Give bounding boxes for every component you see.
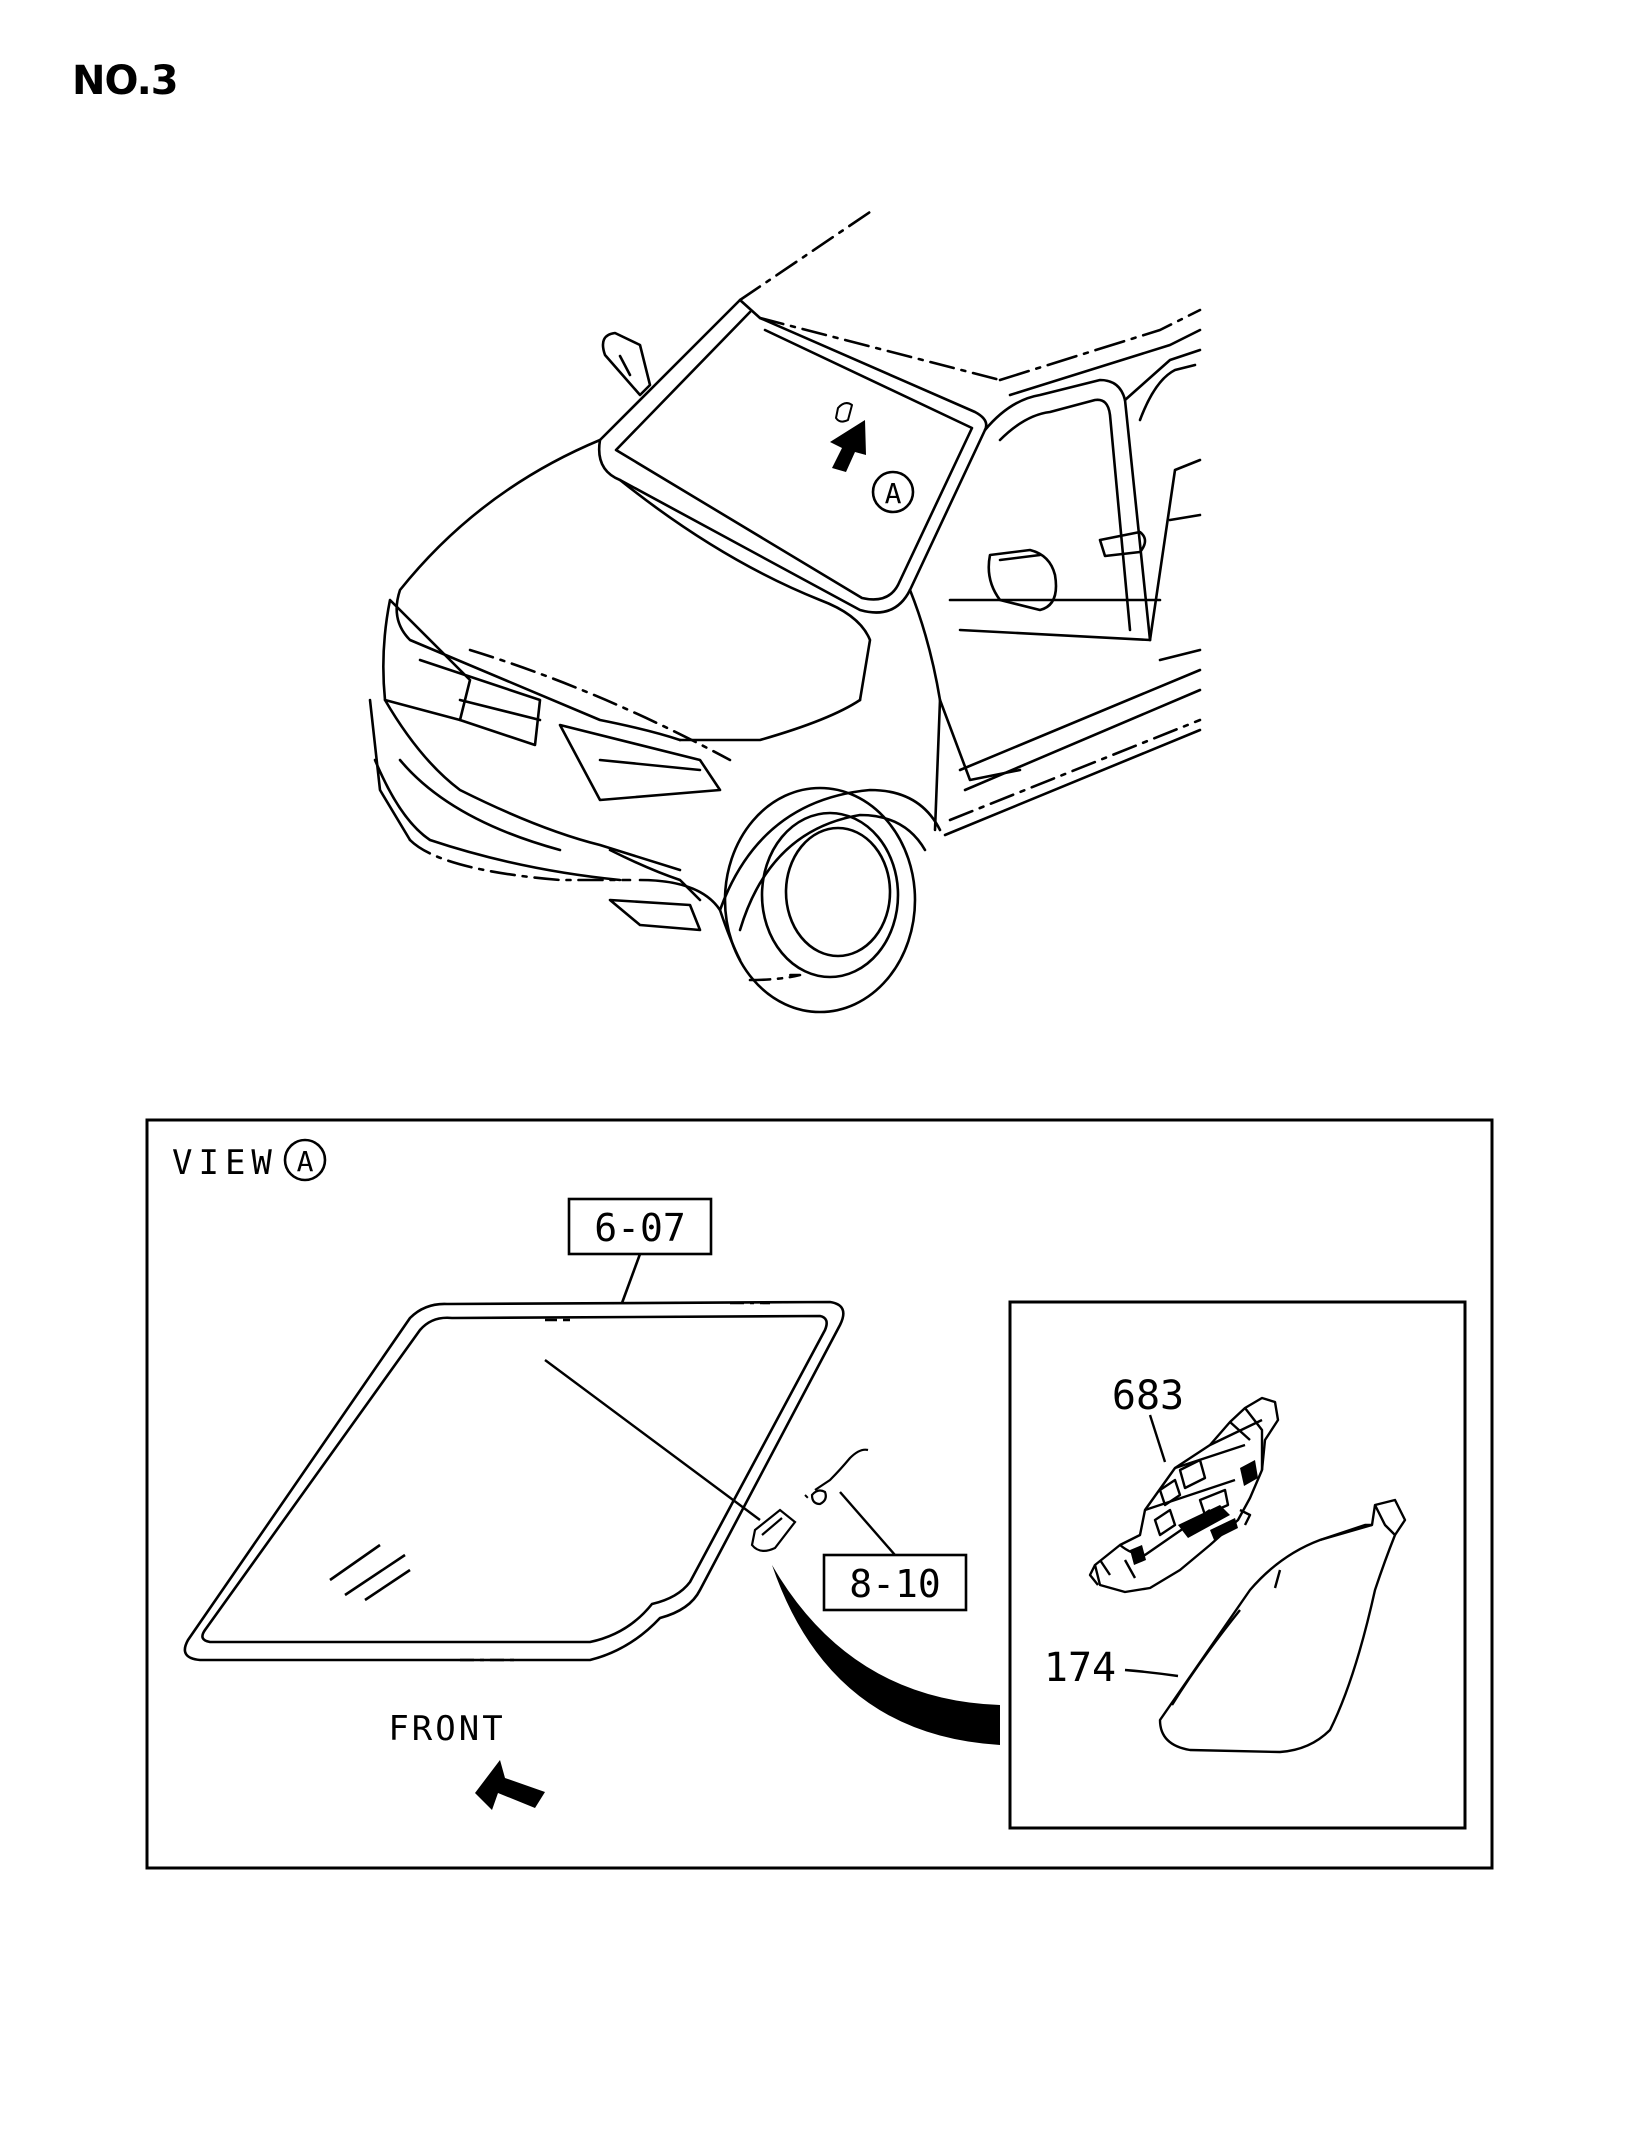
vehicle-illustration (368, 210, 1202, 1014)
cover-part-label: 174 (1044, 1645, 1116, 1691)
harness-callout-box (822, 1553, 968, 1612)
rain-sensor-bracket (1088, 1396, 1280, 1594)
vehicle-view-marker: A (871, 470, 915, 514)
detail-view-title: VIEW (172, 1143, 278, 1183)
sensor-cover (1158, 1498, 1407, 1754)
front-direction-label: FRONT (388, 1709, 505, 1749)
page-label: NO.3 (72, 58, 179, 104)
front-direction-arrow (475, 1760, 545, 1810)
view-direction-arrow (830, 420, 866, 472)
magnify-swoosh (772, 1565, 1000, 1745)
harness-connector-small (810, 1448, 869, 1506)
detail-view-frame (145, 1118, 1494, 1870)
detail-view-marker: A (283, 1138, 327, 1182)
vehicle-view-marker-label: A (885, 477, 902, 510)
windshield-callout-label: 6-07 (594, 1206, 686, 1250)
harness-callout-label: 8-10 (849, 1562, 941, 1606)
rain-sensor-bracket-shading (1130, 1460, 1258, 1565)
rain-sensor-small (750, 1508, 797, 1552)
inset-detail-box (1008, 1300, 1467, 1830)
windshield-glass (183, 1300, 845, 1662)
sensor-part-label: 683 (1112, 1373, 1184, 1419)
detail-view-marker-label: A (297, 1145, 314, 1178)
